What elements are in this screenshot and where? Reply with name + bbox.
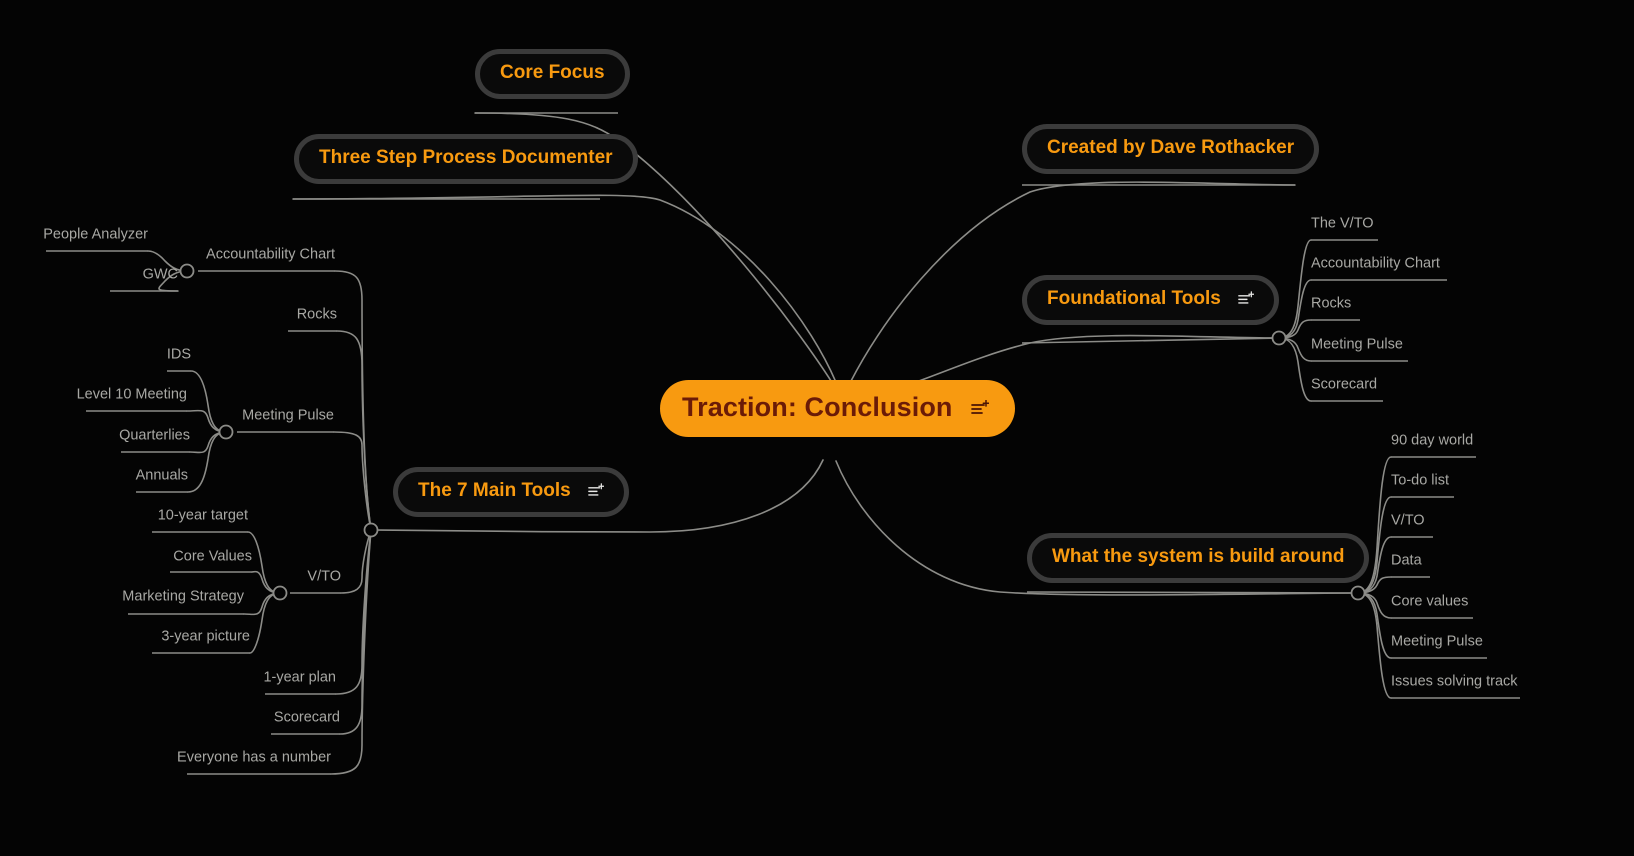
branch-node-label: Created by Dave Rothacker — [1047, 137, 1295, 158]
root-node-traction-conclusion[interactable]: Traction: Conclusion — [660, 380, 1015, 437]
leaf-the-vto[interactable]: The V/TO — [1311, 215, 1374, 232]
leaf-issues-solving-track[interactable]: Issues solving track — [1391, 673, 1518, 690]
leaf-gwc[interactable]: GWC — [142, 266, 178, 283]
leaf-90-day-world[interactable]: 90 day world — [1391, 432, 1474, 449]
leaf-core-values-right[interactable]: Core values — [1391, 593, 1469, 610]
root-node-label: Traction: Conclusion — [682, 392, 953, 422]
branch-node-the-7-main-tools[interactable]: The 7 Main Tools — [393, 467, 629, 517]
hub-circle — [363, 522, 379, 538]
leaf-marketing-strategy[interactable]: Marketing Strategy — [122, 588, 244, 605]
note-add-icon[interactable] — [970, 399, 989, 416]
note-add-icon[interactable] — [587, 483, 604, 498]
branch-node-what-the-system-is-build-around[interactable]: What the system is build around — [1027, 533, 1370, 583]
leaf-to-do-list[interactable]: To-do list — [1391, 472, 1450, 489]
leaf-data[interactable]: Data — [1391, 552, 1422, 569]
leaf-3-year-picture[interactable]: 3-year picture — [161, 628, 250, 645]
leaf-vto-right[interactable]: V/TO — [1391, 512, 1425, 529]
hub-circle — [179, 263, 195, 279]
branch-node-label: Foundational Tools — [1047, 288, 1221, 309]
leaf-meeting-pulse-right[interactable]: Meeting Pulse — [1311, 336, 1403, 353]
leaf-people-analyzer[interactable]: People Analyzer — [43, 226, 148, 243]
branch-node-label: The 7 Main Tools — [418, 480, 571, 501]
branch-node-foundational-tools[interactable]: Foundational Tools — [1022, 275, 1279, 325]
branch-node-created-by-dave-rothacker[interactable]: Created by Dave Rothacker — [1022, 124, 1320, 174]
leaf-meeting-pulse[interactable]: Meeting Pulse — [242, 407, 334, 424]
hub-circle — [218, 424, 234, 440]
hub-circle — [1350, 585, 1366, 601]
leaf-meeting-pulse-right-2[interactable]: Meeting Pulse — [1391, 633, 1483, 650]
branch-node-label: Core Focus — [500, 62, 605, 83]
leaf-vto[interactable]: V/TO — [307, 568, 341, 585]
hub-circle — [1271, 330, 1287, 346]
leaf-scorecard[interactable]: Scorecard — [273, 709, 340, 726]
leaf-rocks[interactable]: Rocks — [296, 306, 337, 323]
leaf-level-10-meeting[interactable]: Level 10 Meeting — [76, 386, 187, 403]
leaf-1-year-plan[interactable]: 1-year plan — [263, 669, 336, 686]
branch-node-label: What the system is build around — [1052, 546, 1345, 567]
leaf-10-year-target[interactable]: 10-year target — [157, 507, 248, 524]
branch-node-three-step-process-documenter[interactable]: Three Step Process Documenter — [294, 134, 638, 184]
leaf-ids[interactable]: IDS — [166, 346, 191, 363]
leaf-annuals[interactable]: Annuals — [135, 467, 188, 484]
leaf-quarterlies[interactable]: Quarterlies — [119, 427, 190, 444]
note-add-icon[interactable] — [1237, 291, 1254, 306]
branch-node-core-focus[interactable]: Core Focus — [475, 49, 630, 99]
leaf-everyone-has-a-number[interactable]: Everyone has a number — [177, 749, 331, 766]
hub-circle — [272, 585, 288, 601]
leaf-scorecard-right[interactable]: Scorecard — [1311, 376, 1378, 393]
leaf-accountability-chart-right[interactable]: Accountability Chart — [1311, 255, 1440, 272]
leaf-accountability-chart[interactable]: Accountability Chart — [206, 246, 335, 263]
leaf-rocks-right[interactable]: Rocks — [1311, 295, 1352, 312]
branch-node-label: Three Step Process Documenter — [319, 147, 613, 168]
leaf-core-values[interactable]: Core Values — [173, 548, 252, 565]
